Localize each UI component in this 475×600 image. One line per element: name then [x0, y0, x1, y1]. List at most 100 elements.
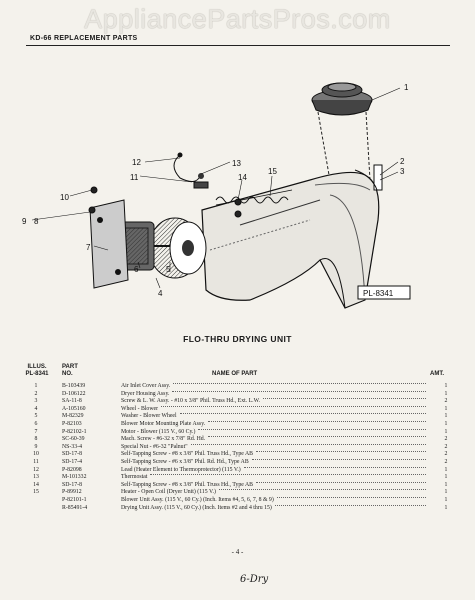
- amount: 1: [444, 466, 448, 473]
- page-number: - 4 -: [231, 548, 244, 556]
- amount: 1: [444, 420, 448, 427]
- part-number: R-85491-4: [62, 504, 88, 511]
- table-row: 5 M-82329 Washer - Blower Wheel 1: [20, 413, 460, 421]
- amount: 1: [444, 474, 448, 481]
- callout-14: 14: [238, 173, 247, 182]
- callout-11: 11: [130, 173, 139, 182]
- plate-code: PL-8341: [363, 289, 394, 298]
- illus-number: 11: [33, 458, 39, 465]
- callout-4: 4: [158, 289, 163, 298]
- callout-6: 6: [134, 265, 139, 274]
- part-name: Air Inlet Cover Assy.: [121, 383, 171, 389]
- part-number: P-82102-1: [62, 428, 87, 435]
- amount: 1: [444, 405, 448, 412]
- watermark: AppliancePartsPros.com: [84, 4, 391, 34]
- col-part: PART NO.: [62, 364, 78, 378]
- illus-number: 9: [34, 443, 38, 450]
- heater-coil: [215, 189, 293, 206]
- leader-dots: [161, 405, 426, 407]
- callout-15: 15: [268, 167, 277, 176]
- part-number: SD-17-4: [62, 458, 82, 465]
- leader-dots: [252, 458, 426, 460]
- amount: 2: [444, 443, 448, 450]
- part-number: SD-17-8: [62, 481, 82, 488]
- leader-dots: [180, 413, 426, 415]
- part-number: A-105160: [62, 405, 86, 412]
- col-illus-line1: ILLUS.: [27, 364, 47, 370]
- table-row: 15 P-89912 Heater - Open Coil (Dryer Unit)…: [20, 489, 460, 497]
- part-name: Dryer Housing Assy.: [121, 390, 170, 397]
- part-name: Special Nut - #6-32 "Palnut": [121, 443, 188, 450]
- leader-dots: [150, 474, 426, 476]
- callout-9: 9: [22, 217, 27, 226]
- amount: 1: [444, 489, 448, 496]
- part-number: P-82098: [62, 466, 82, 473]
- part-number: SD-17-8: [62, 451, 82, 458]
- table-row: 11 SD-17-4 Self-Tapping Screw - #6 x 3/8" …: [20, 458, 460, 467]
- illus-number: 1: [34, 383, 38, 389]
- table-row: 3 SA-11-8 Screw & L. W. Assy. - #10 x 3/8"…: [20, 398, 460, 406]
- leader-dots: [198, 428, 426, 430]
- part-name: Screw & L. W. Assy. - #10 x 3/8" Phil. T…: [121, 398, 260, 405]
- exploded-parts-diagram: 1 2 3 4 5 6 7 8 9 10 11 12 13 14 15 PL-8…: [22, 82, 411, 309]
- amount: 1: [444, 496, 448, 503]
- table-row: 10 SD-17-8 Self-Tapping Screw - #8 x 3/8" …: [20, 451, 460, 459]
- plate-code-box: PL-8341: [357, 285, 411, 300]
- leader-dots: [208, 420, 426, 422]
- illus-number: 5: [34, 413, 38, 420]
- illus-number: 10: [33, 451, 39, 458]
- part-number: P-89912: [62, 489, 82, 496]
- leader-dots: [263, 398, 426, 400]
- leader-dots: [219, 489, 426, 491]
- illus-number: 7: [34, 428, 38, 435]
- table-row: R-85491-4 Drying Unit Assy. (115 V., 60 C…: [20, 504, 460, 513]
- illus-number: 2: [34, 390, 38, 397]
- illus-number: 3: [34, 398, 38, 405]
- part-name: Motor - Blower (115 V., 60 Cy.): [121, 428, 196, 435]
- leader-dots: [191, 443, 426, 445]
- part-number: P-82103: [62, 420, 82, 427]
- part-name: Lead (Heater Element to Thermoprotector)…: [121, 466, 241, 473]
- part-number: M-82329: [62, 413, 84, 420]
- part-name: Blower Motor Mounting Plate Assy.: [121, 420, 206, 427]
- col-illus-line2: PL-8341: [25, 371, 49, 377]
- part-name: Washer - Blower Wheel: [121, 413, 177, 420]
- part-number: B-103439: [62, 383, 86, 389]
- dryer-housing: [201, 164, 383, 309]
- leader-dots: [277, 496, 426, 498]
- part-number: D-106122: [62, 390, 86, 397]
- illus-number: 8: [34, 436, 38, 443]
- leader-dots: [256, 451, 426, 453]
- leader-lines: [31, 87, 401, 289]
- leader-dots: [275, 504, 426, 506]
- table-row: 9 NS-33-4 Special Nut - #6-32 "Palnut" 2: [20, 443, 460, 452]
- part-name: Self-Tapping Screw - #8 x 3/8" Phil. Tru…: [121, 481, 254, 488]
- part-name: Self-Tapping Screw - #6 x 3/8" Phil. Rd.…: [121, 458, 249, 465]
- part-name: Heater - Open Coil (Dryer Unit) (115 V.): [121, 489, 216, 496]
- leader-dots: [244, 466, 426, 468]
- part-number: NS-33-4: [62, 443, 82, 450]
- part-name: Wheel - Blower: [121, 405, 159, 412]
- amount: 1: [444, 413, 448, 420]
- col-illus: ILLUS. PL-8341: [20, 364, 54, 378]
- part-number: SA-11-8: [62, 398, 82, 405]
- amount: 1: [444, 428, 448, 435]
- illus-number: 13: [33, 474, 39, 481]
- thermostat: [173, 152, 209, 189]
- callout-12: 12: [132, 158, 141, 167]
- part-name: Self-Tapping Screw - #8 x 3/8" Phil. Tru…: [121, 451, 254, 458]
- col-name: NAME OF PART: [212, 371, 258, 377]
- illus-number: 15: [33, 489, 39, 496]
- illus-number: 4: [34, 405, 38, 412]
- callout-10: 10: [60, 193, 69, 202]
- motor-mounting-plate: [89, 199, 129, 289]
- document-header: KD-66 REPLACEMENT PARTS: [30, 35, 138, 42]
- part-name: Drying Unit Assy. (115 V., 60 Cy.) (Inch…: [121, 504, 272, 511]
- illus-number: 6: [34, 420, 38, 427]
- leader-dots: [256, 481, 426, 483]
- table-row: 4 A-105160 Wheel - Blower 1: [20, 405, 460, 414]
- col-part-line2: NO.: [62, 371, 73, 377]
- amount: 2: [444, 436, 448, 443]
